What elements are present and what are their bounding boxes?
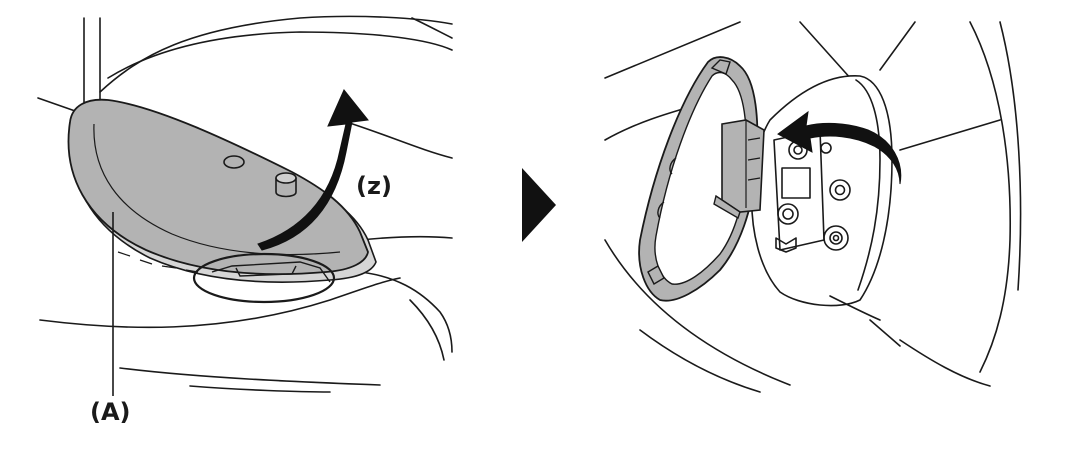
housing-bottom-2 [639, 329, 761, 393]
terminal-3-inner [834, 184, 846, 196]
housing-diag [899, 119, 1001, 151]
cover-open [638, 56, 765, 302]
cover-a-latch [211, 261, 331, 283]
terminal-2-inner [782, 208, 794, 220]
terminal-1-inner [793, 145, 803, 155]
cover-open-plug-side [713, 194, 741, 220]
housing-bottom-1 [604, 239, 791, 386]
housing-bottom-3 [899, 339, 991, 387]
housing-inner-curve [107, 31, 453, 79]
floor-line-1 [39, 277, 401, 329]
housing-outer-right [969, 21, 1012, 373]
floor-line-3 [189, 385, 331, 393]
cover-a-latch-tab [235, 265, 297, 277]
left-panel [37, 15, 453, 393]
hand-outline-2 [409, 299, 445, 361]
housing-bottom-4 [869, 319, 901, 347]
ground-line-left [37, 97, 79, 113]
cover-open-notch-2 [657, 201, 665, 219]
cover-open-tab-top [710, 59, 731, 75]
housing-line-4 [879, 21, 916, 71]
cover-a-hole [223, 155, 245, 169]
cover-a-teeth [117, 251, 199, 273]
terminal-3 [829, 179, 851, 201]
connector-slot [781, 167, 811, 199]
cover-open-notch-1 [669, 157, 677, 175]
terminal-4-inner [829, 231, 843, 245]
triangle-right-icon [522, 168, 556, 242]
housing-line-3 [799, 21, 853, 81]
latch-highlight-ellipse [192, 252, 336, 304]
label-part-a: (A) [90, 398, 131, 426]
hand-outline [359, 271, 453, 353]
housing-right-sweep-2 [359, 235, 453, 241]
receptacle-rim [855, 79, 881, 291]
housing-outer-right-2 [999, 21, 1022, 291]
label-direction-z: (z) [356, 172, 392, 200]
curved-arrow-left-icon [777, 110, 902, 185]
floor-line-2 [119, 367, 381, 386]
terminal-2 [777, 203, 799, 225]
housing-line-1 [604, 21, 741, 79]
terminal-5 [820, 142, 832, 154]
terminal-4-core [832, 234, 840, 242]
connector-tab [775, 237, 797, 253]
cover-a-knob-top [275, 172, 297, 184]
receptacle-lip [829, 295, 881, 321]
housing-right-sweep [339, 119, 453, 159]
housing-top-curve [99, 15, 453, 93]
curved-arrow-up-icon [257, 89, 369, 251]
terminal-4 [823, 225, 849, 251]
cover-open-tab-bottom [647, 265, 665, 285]
cover-open-plug-detail [747, 137, 761, 181]
cover-open-plug [721, 119, 765, 213]
housing-corner-arc [411, 17, 453, 39]
